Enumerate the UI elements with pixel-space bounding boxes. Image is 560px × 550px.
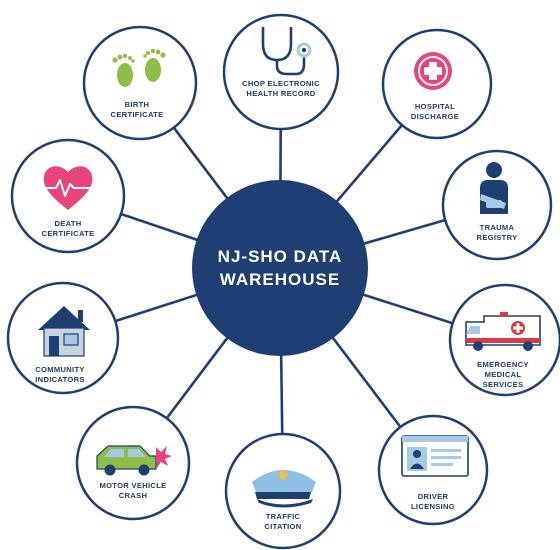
house-icon — [38, 306, 90, 357]
node-death-certificate: DEATH CERTIFICATE — [10, 138, 126, 254]
node-label-line: COMMUNITY — [35, 365, 85, 374]
node-label-line: DISCHARGE — [411, 112, 459, 121]
node-chop-ehr: CHOP ELECTRONIC HEALTH RECORD — [222, 13, 340, 131]
node-label-line: CITATION — [264, 522, 301, 531]
ambulance-icon — [465, 312, 541, 351]
node-label-line: SERVICES — [483, 380, 524, 389]
hospital-cross-icon — [414, 52, 452, 90]
node-community-indicators: COMMUNITY INDICATORS — [6, 281, 120, 395]
node-label-line: DEATH — [54, 219, 81, 228]
node-trauma-registry: TRAUMA REGISTRY — [441, 149, 553, 261]
node-label-line: CHOP ELECTRONIC — [242, 79, 320, 88]
node-label-line: EMERGENCY — [477, 360, 529, 369]
node-driver-licensing: DRIVER LICENSING — [377, 414, 489, 526]
node-label-line: CRASH — [119, 491, 148, 500]
node-label-line: HEALTH RECORD — [246, 89, 315, 98]
hub-title-line-2: WAREHOUSE — [220, 270, 340, 289]
hub: NJ-SHO DATA WAREHOUSE — [192, 180, 368, 356]
node-label-line: TRAFFIC — [266, 512, 301, 521]
node-label-line: REGISTRY — [477, 233, 518, 242]
node-label-line: INDICATORS — [35, 375, 85, 384]
injured-person-icon — [480, 162, 508, 214]
node-hospital-discharge: HOSPITAL DISCHARGE — [381, 28, 493, 140]
node-traffic-citation: TRAFFIC CITATION — [224, 432, 342, 550]
car-crash-icon — [96, 445, 172, 476]
node-birth-certificate: BIRTH CERTIFICATE — [82, 25, 198, 141]
node-label-line: TRAUMA — [480, 223, 515, 232]
stethoscope-icon — [261, 26, 312, 76]
hub-circle — [192, 180, 368, 356]
node-motor-vehicle-crash: MOTOR VEHICLE CRASH — [75, 405, 191, 521]
footprints-icon — [112, 48, 166, 87]
hub-title-line-1: NJ-SHO DATA — [218, 247, 343, 266]
node-ems: EMERGENCY MEDICAL SERVICES — [448, 283, 560, 397]
node-circle — [82, 25, 198, 141]
heart-pulse-icon — [43, 166, 93, 210]
node-label-line: LICENSING — [411, 502, 455, 511]
node-label-line: MOTOR VEHICLE — [99, 481, 166, 490]
node-label-line: CERTIFICATE — [42, 229, 95, 238]
id-card-icon — [401, 435, 469, 477]
node-label-line: BIRTH — [125, 100, 150, 109]
node-label-line: DRIVER — [418, 492, 449, 501]
node-label-line: HOSPITAL — [415, 102, 455, 111]
node-label-line: CERTIFICATE — [111, 110, 164, 119]
police-cap-icon — [252, 469, 316, 508]
node-label-line: MEDICAL — [485, 370, 522, 379]
